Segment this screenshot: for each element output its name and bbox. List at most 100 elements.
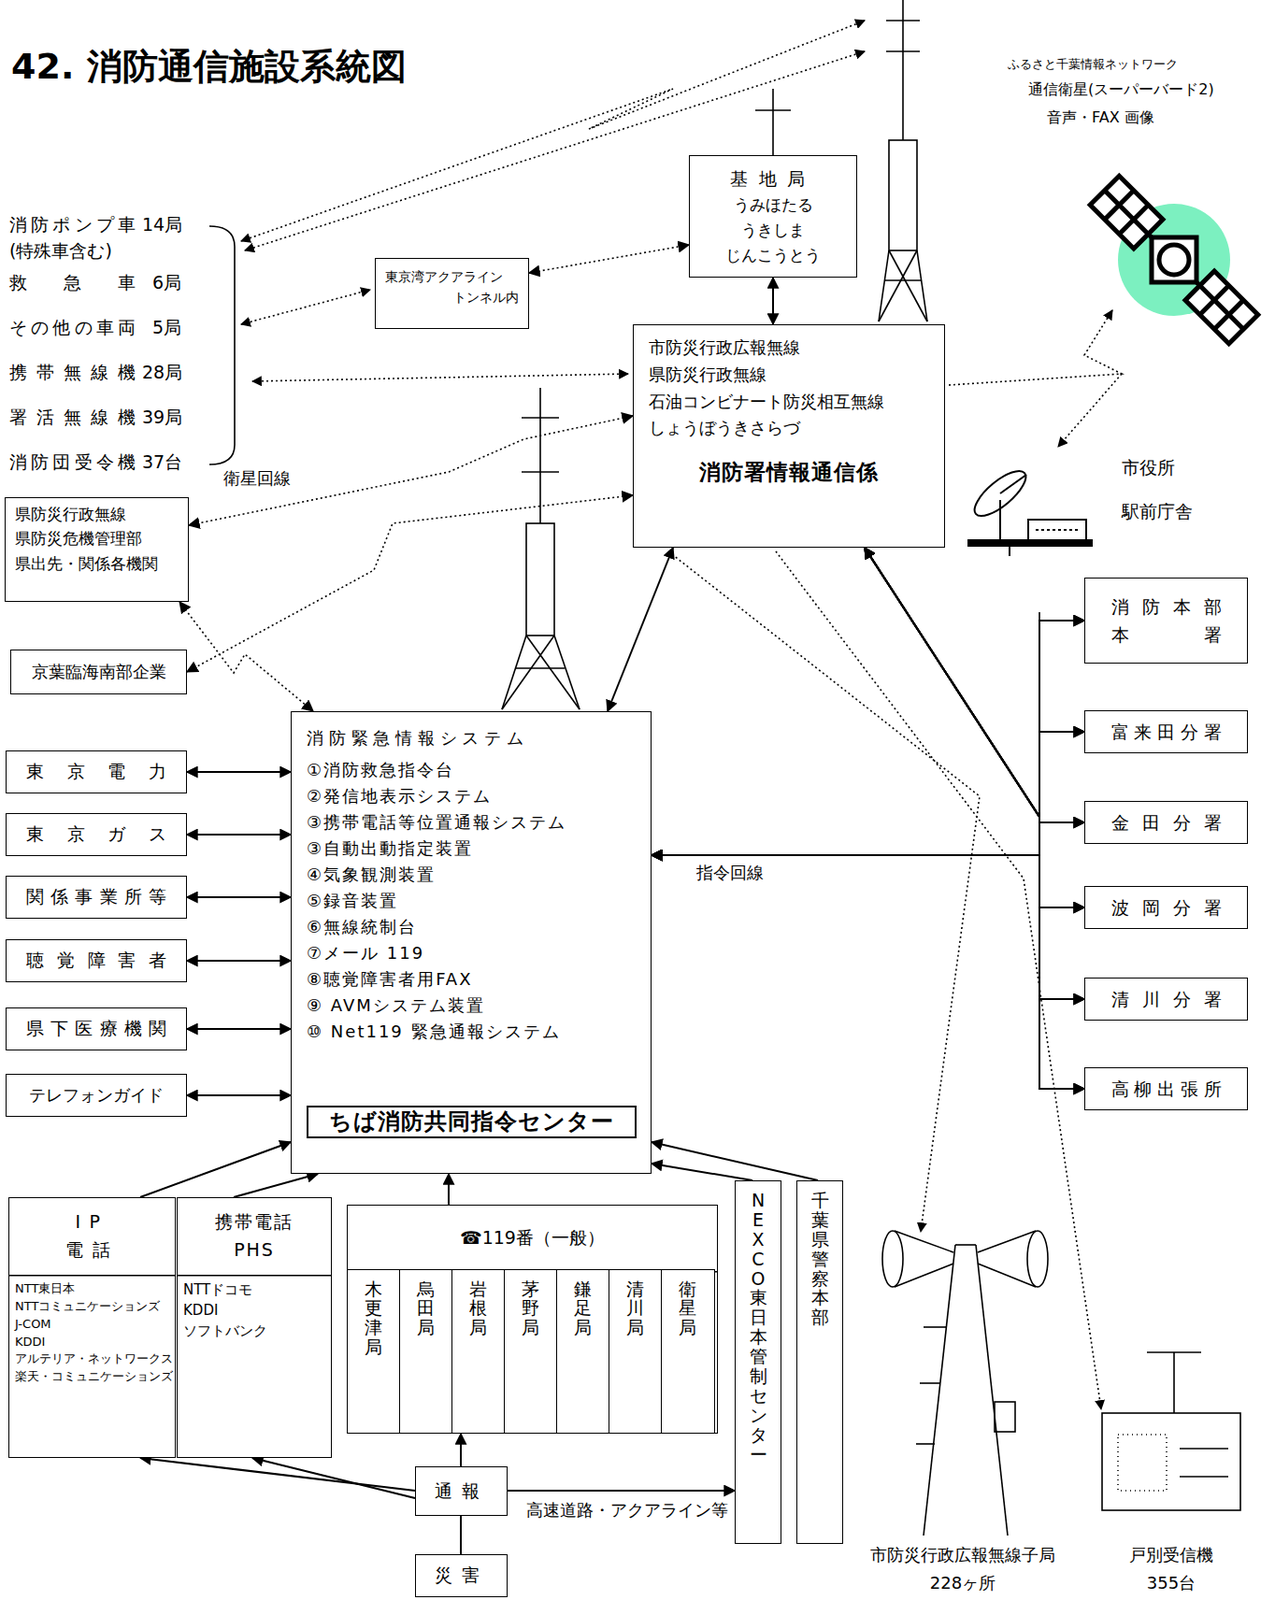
node-text: 木更津局 xyxy=(364,1279,383,1359)
exchange-box: 烏田局 xyxy=(399,1269,454,1434)
station-box: 波岡分署 xyxy=(1084,886,1248,930)
label: 市役所 xyxy=(1121,456,1175,481)
label: その他の車両 xyxy=(9,315,136,341)
label: 5局 xyxy=(152,315,182,341)
label: 28局 xyxy=(142,360,183,386)
label: 救急車 xyxy=(9,271,136,296)
node-text: J-COM xyxy=(12,1316,172,1334)
connector xyxy=(186,959,291,962)
node-text: 通報 xyxy=(434,1479,488,1505)
partner-box: 東京電力 xyxy=(5,750,187,794)
partner-box: 県下医療機関 xyxy=(5,1007,187,1051)
node-text: 県防災行政無線 xyxy=(14,501,179,527)
node-text: テレフォンガイド xyxy=(28,1084,164,1107)
radio-link xyxy=(179,601,314,712)
connector xyxy=(864,547,1085,1089)
connector xyxy=(186,896,291,899)
node-text: 京葉臨海南部企業 xyxy=(31,660,167,684)
node-text: ⑩ Net119 緊急通報システム xyxy=(306,1018,636,1046)
label: 消防団受令機 xyxy=(9,450,136,475)
connector xyxy=(507,1489,735,1492)
report-box: 通報 xyxy=(415,1466,508,1517)
node-text: アルテリア・ネットワークス xyxy=(12,1350,172,1369)
node-text: NEXCO東日本管制センター xyxy=(749,1190,768,1464)
label: 署活無線機 xyxy=(9,405,136,430)
node-text: 東京湾アクアライン xyxy=(385,266,519,287)
vehicle-bracket xyxy=(209,226,235,465)
label: 市防災行政広報無線子局 xyxy=(870,1544,1056,1567)
node-text: 清川分署 xyxy=(1111,985,1222,1014)
agency-box: 千葉県警察本部 xyxy=(796,1180,844,1545)
node-text: うきしま xyxy=(741,217,805,244)
node-text: KDDI xyxy=(180,1301,329,1322)
node-text: NTTドコモ xyxy=(180,1280,329,1302)
node-text: ⑨ AVMシステム装置 xyxy=(306,992,636,1019)
comm-section-box: 市防災行政広報無線県防災行政無線石油コンビナート防災相互無線しょうぼうきさらづ消… xyxy=(632,324,946,548)
partner-box: テレフォンガイド xyxy=(5,1074,187,1118)
connector xyxy=(186,1094,291,1097)
label: 通信衛星(スーパーバード2) xyxy=(1028,80,1215,101)
node-text: 石油コンビナート防災相互無線 xyxy=(648,388,930,416)
label: (特殊車含む) xyxy=(9,239,113,264)
connector xyxy=(651,1142,818,1181)
connector xyxy=(864,547,1085,817)
node-text: 清川局 xyxy=(626,1279,645,1339)
edge-label: 高速道路・アクアライン等 xyxy=(523,1499,731,1522)
station-box: 富来田分署 xyxy=(1084,710,1248,754)
node-text: ちば消防共同指令センター xyxy=(329,1106,615,1137)
partner-box: 聴覚障害者 xyxy=(5,939,187,983)
node-text: 烏田局 xyxy=(416,1279,435,1339)
label: 携帯無線機 xyxy=(9,360,136,386)
node-text: 衛星局 xyxy=(678,1279,697,1339)
connector xyxy=(459,1433,462,1467)
carrier-box: 携帯電話 PHSNTTドコモKDDIソフトバンク xyxy=(176,1197,332,1459)
node-text: しょうぼうきさらづ xyxy=(648,415,930,443)
node-text: ③携帯電話等位置通報システム xyxy=(306,809,636,836)
radio-link xyxy=(188,415,633,526)
disaster-box: 災害 xyxy=(415,1554,508,1598)
station-box: 清川分署 xyxy=(1084,977,1248,1021)
node-text: ④気象観測装置 xyxy=(306,861,636,889)
node-text: 高柳出張所 xyxy=(1111,1074,1222,1104)
exchange-box: 茅野局 xyxy=(503,1269,559,1434)
connector xyxy=(864,547,1085,823)
node-text: NTTコミュニケーションズ xyxy=(12,1298,172,1317)
connector xyxy=(651,855,1085,1089)
node-text: 岩根局 xyxy=(469,1279,488,1339)
node-text: 災害 xyxy=(434,1563,488,1589)
node-text: 千葉県警察本部 xyxy=(811,1190,830,1328)
agency-box: NEXCO東日本管制センター xyxy=(734,1180,782,1545)
node-text: ②発信地表示システム xyxy=(306,783,636,810)
connector xyxy=(651,1163,753,1181)
node-text: うみほたる xyxy=(733,192,814,218)
connector xyxy=(186,833,291,836)
radio-link xyxy=(186,495,633,673)
node-text: 聴覚障害者 xyxy=(26,948,167,974)
connector xyxy=(233,1174,318,1198)
connector xyxy=(864,547,1085,817)
node-text: ①消防救急指令台 xyxy=(306,757,636,784)
node-text: 金田分署 xyxy=(1111,808,1222,837)
node-text: IP 電話 xyxy=(61,1198,123,1275)
connector xyxy=(140,1142,291,1198)
connector xyxy=(651,855,1085,1000)
label: 音声・FAX 画像 xyxy=(1046,108,1155,129)
node-text: 波岡分署 xyxy=(1111,893,1222,922)
node-text: 消防本部 xyxy=(1111,592,1222,621)
connector xyxy=(651,620,1085,856)
connector xyxy=(186,771,291,774)
node-text: 茅野局 xyxy=(521,1279,540,1339)
node-text: NTT東日本 xyxy=(12,1280,172,1299)
connector xyxy=(186,1028,291,1031)
exchange-box: 衛星局 xyxy=(660,1269,716,1434)
node-text: 東京ガス xyxy=(26,822,167,847)
node-text: 消防緊急情報システム xyxy=(306,725,636,752)
center-box: ちば消防共同指令センター xyxy=(306,1105,637,1139)
node-text: 富来田分署 xyxy=(1111,717,1222,746)
prefecture-box: 県防災行政無線県防災危機管理部県出先・関係各機関 xyxy=(4,497,189,602)
label: 355台 xyxy=(1146,1572,1196,1595)
connector xyxy=(140,1458,416,1491)
antenna-tall xyxy=(878,0,928,322)
edge-label: 衛星回線 xyxy=(220,467,294,490)
